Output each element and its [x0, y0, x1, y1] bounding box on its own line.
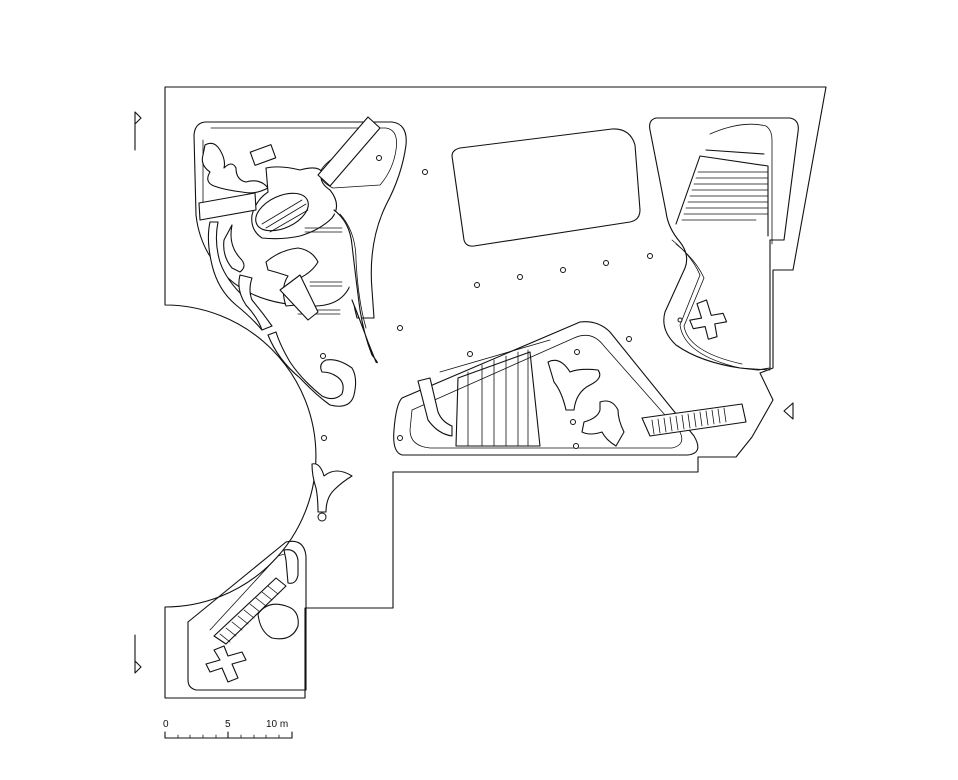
section-marker-right: [784, 403, 793, 419]
scale-label-0: 0: [163, 719, 169, 730]
bottom-left-zone: [188, 541, 306, 690]
small-block: [250, 145, 275, 166]
ramp-stair: [642, 404, 746, 436]
y-sculpture-1: [548, 360, 600, 410]
diagonal-bar: [318, 117, 380, 186]
stair-treads: [682, 172, 768, 220]
oval-frame: [250, 186, 314, 239]
top-right-zone: [650, 118, 799, 370]
site-boundary: [165, 87, 826, 698]
stair-run: [214, 578, 286, 644]
y-sculpture-left: [312, 464, 352, 512]
section-marker-bottom-left: [135, 635, 141, 673]
curved-path-right: [334, 210, 377, 363]
cross-marker-bottom: [206, 646, 246, 682]
railing-lines: [298, 228, 342, 314]
top-left-zone: [194, 117, 406, 406]
bottom-left-zone-outline: [188, 541, 306, 690]
columns: [321, 156, 683, 449]
stair-risers: [468, 350, 528, 446]
scale-bar: [165, 732, 292, 738]
y-sculpture-2: [582, 401, 624, 446]
blob-sculpture-2: [252, 167, 337, 239]
looped-path: [268, 332, 356, 406]
section-marker-top-left: [135, 112, 141, 150]
oval-seat: [258, 604, 298, 639]
center-zone-outline: [394, 322, 698, 455]
scale-label-5: 5: [225, 719, 231, 730]
rounded-bench: [284, 550, 298, 584]
bent-bench: [418, 378, 452, 436]
bench-left: [199, 193, 256, 220]
center-pavilion: [452, 129, 640, 246]
scale-label-10m: 10 m: [266, 719, 289, 730]
top-right-zone-outline: [650, 118, 799, 370]
center-zone: [394, 322, 746, 455]
rail-bar: [280, 275, 318, 320]
cross-marker: [687, 297, 729, 342]
blob-sculpture-1: [202, 143, 268, 193]
